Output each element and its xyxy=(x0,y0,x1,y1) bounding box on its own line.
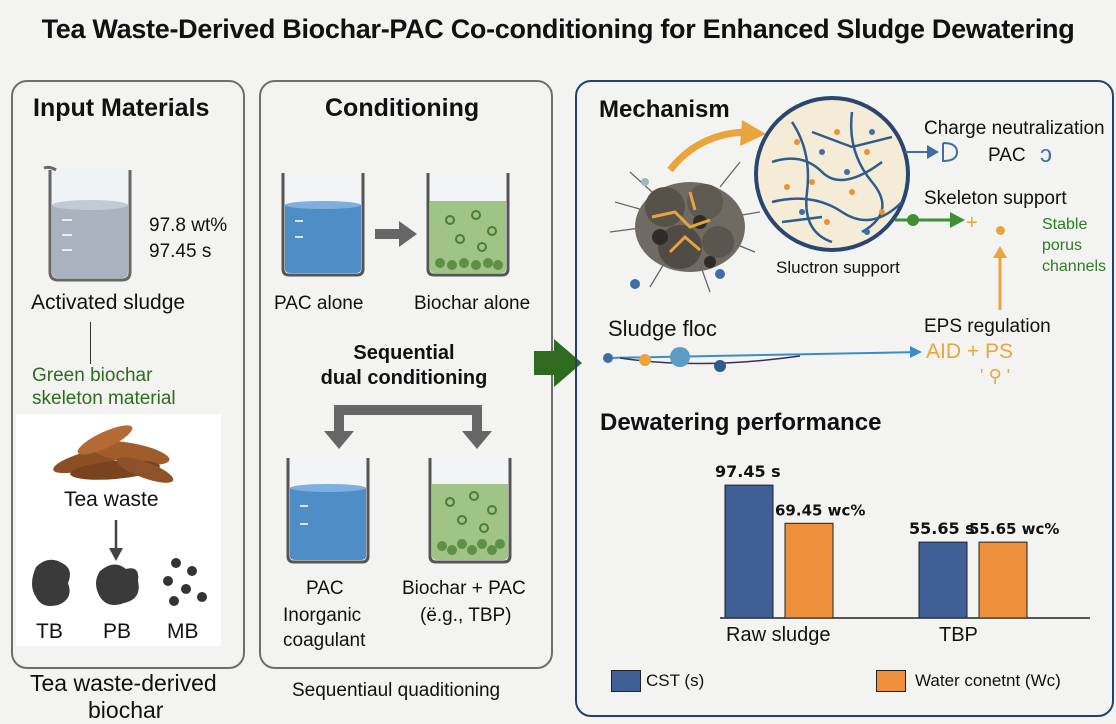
charge-arrow-icon xyxy=(905,142,959,163)
biochar-beaker xyxy=(426,173,510,277)
input-materials-panel: Input Materials xyxy=(11,80,245,669)
skeleton-support-label: Skeleton support xyxy=(924,188,1067,209)
dual-conditioning-label: dual conditioning xyxy=(320,367,488,389)
down-arrow-icon xyxy=(109,520,123,561)
channels-label: channels xyxy=(1042,258,1107,275)
bar-cst-0 xyxy=(724,484,774,619)
particle-icon xyxy=(996,226,1005,235)
charge-neutralization-label: Charge neutralization xyxy=(924,118,1105,139)
right-arrow-icon xyxy=(375,221,417,247)
legend-wc-label: Water conetnt (Wc) xyxy=(915,671,1061,690)
skeleton-material-label: skeleton material xyxy=(32,388,176,409)
figure-title: Tea Waste-Derived Biochar-PAC Co-conditi… xyxy=(41,14,1075,44)
x-tick-raw-sludge: Raw sludge xyxy=(726,624,831,646)
legend-wc-swatch xyxy=(876,670,906,692)
pac-beaker xyxy=(281,173,365,277)
skeleton-arrow-icon xyxy=(895,212,965,228)
sluctron-support-label: Sluctron support xyxy=(776,258,900,277)
tea-leaves-icon xyxy=(53,425,174,483)
magnified-floc-icon xyxy=(754,96,910,252)
biochar-pac-beaker xyxy=(428,458,512,564)
sludge-cst: 97.45 s xyxy=(149,241,212,262)
stable-label: Stable xyxy=(1042,216,1088,233)
sequential-label: Sequential xyxy=(353,342,455,364)
biochar-footer: biochar xyxy=(88,697,164,723)
dewatering-heading: Dewatering performance xyxy=(600,409,882,436)
porus-label: porus xyxy=(1042,237,1083,254)
biochar-particles-icon xyxy=(32,558,207,606)
bar-label-cst-0: 97.45 s xyxy=(715,462,781,481)
mb-label: MB xyxy=(167,620,199,643)
bar-wc-1 xyxy=(978,541,1028,619)
pac-label: PAC xyxy=(306,578,344,599)
plus-icon: + xyxy=(966,212,978,234)
pac-mechanism-label: PAC xyxy=(988,145,1026,166)
aid-ps-label: AID + PS xyxy=(926,340,1013,363)
connector-line xyxy=(90,322,91,364)
split-arrow-icon xyxy=(324,405,492,449)
eps-regulation-label: EPS regulation xyxy=(924,316,1051,337)
tea-biochar-footer: Tea waste-derived xyxy=(30,670,217,696)
inorganic-label: Inorganic xyxy=(283,605,362,626)
eps-chain-icon xyxy=(603,346,922,372)
conditioning-footer: Sequentiaul quaditioning xyxy=(292,680,501,701)
dewatering-bar-chart: 97.45 s 55.65 s 69.45 wc% 55.65 wc% xyxy=(715,462,1090,619)
eps-up-arrow-icon xyxy=(993,246,1007,310)
input-materials-heading: Input Materials xyxy=(33,94,210,122)
bar-label-wc-0: 69.45 wc% xyxy=(775,501,865,519)
sludge-floc-icon xyxy=(609,120,766,293)
pac-alone-label: PAC alone xyxy=(274,293,364,314)
biochar-alone-label: Biochar alone xyxy=(414,293,531,314)
pb-label: PB xyxy=(103,620,132,643)
pac-hook-icon: ↄ xyxy=(1040,141,1052,168)
spoon-icon: ' ⚲ ' xyxy=(980,366,1011,386)
tb-label: TB xyxy=(36,620,63,643)
activated-sludge-label: Activated sludge xyxy=(31,291,186,314)
tea-waste-label: Tea waste xyxy=(64,488,159,511)
bar-wc-0 xyxy=(784,522,834,619)
conditioning-heading: Conditioning xyxy=(325,94,480,122)
legend-cst-label: CST (s) xyxy=(646,671,705,690)
activated-sludge-beaker xyxy=(43,165,132,282)
bar-cst-1 xyxy=(918,541,968,619)
bar-label-wc-1: 55.65 wc% xyxy=(969,520,1059,538)
bar-label-cst-1: 55.65 s xyxy=(909,519,975,538)
mechanism-panel: Mechanism xyxy=(575,80,1114,717)
x-tick-tbp: TBP xyxy=(939,624,978,646)
sludge-floc-label: Sludge floc xyxy=(608,316,717,341)
pac-sequential-beaker xyxy=(286,458,370,564)
legend-cst-swatch xyxy=(611,670,641,692)
coagulant-label: coagulant xyxy=(283,630,366,651)
mechanism-heading: Mechanism xyxy=(599,96,730,123)
green-right-arrow-icon xyxy=(534,339,582,387)
tbp-example-label: (ë.g., TBP) xyxy=(420,605,512,626)
biochar-pac-label: Biochar + PAC xyxy=(402,578,526,599)
sludge-water-content: 97.8 wt% xyxy=(149,215,228,236)
green-biochar-label: Green biochar xyxy=(32,365,153,386)
